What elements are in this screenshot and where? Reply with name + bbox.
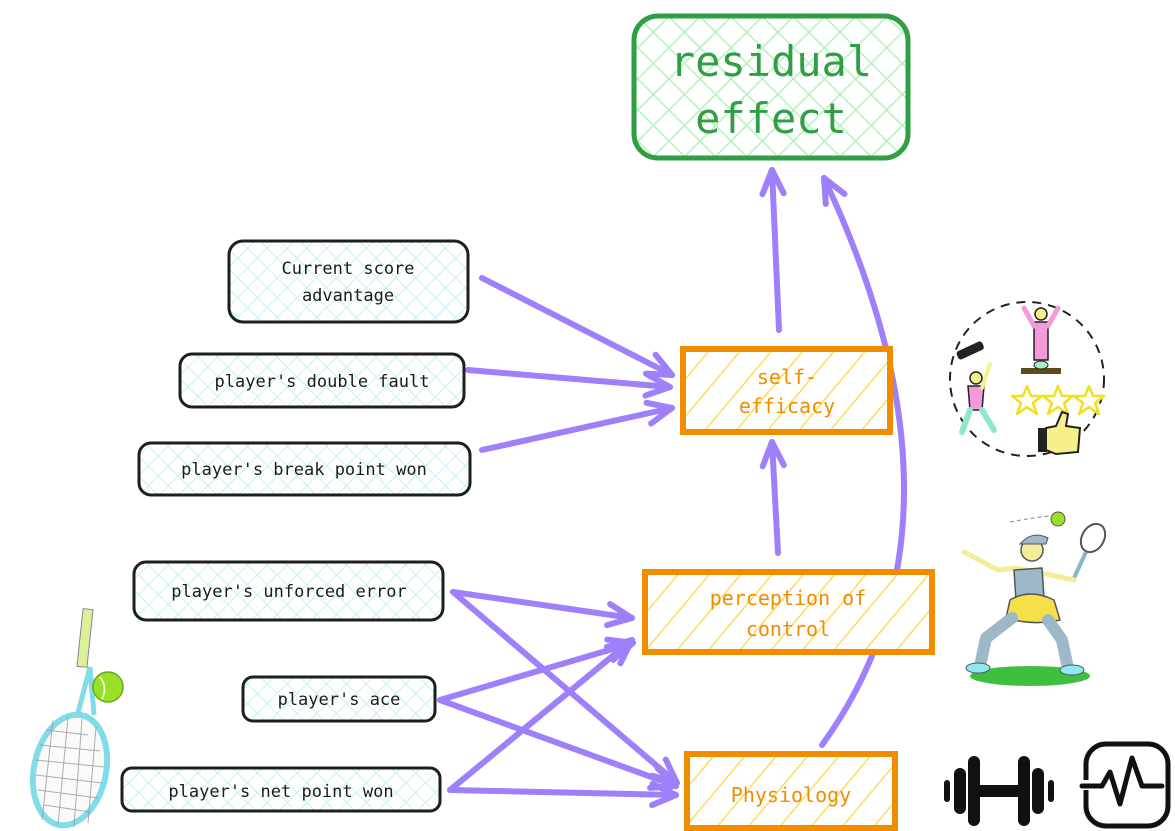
arrowhead (821, 175, 848, 207)
arrowhead (643, 351, 675, 378)
node-ace[interactable]: player's ace (241, 675, 437, 723)
node-label-line: control (746, 617, 830, 641)
arrowhead (642, 371, 673, 399)
node-label-line: effect (695, 94, 847, 143)
tennis-player-illustration (961, 511, 1107, 686)
edge-break-point-won-to-self-efficacy (479, 405, 675, 453)
node-label-line: player's unforced error (171, 582, 406, 602)
edge-ace-to-physiology (437, 697, 679, 789)
node-label-line: residual (670, 37, 872, 86)
edge-net-point-won-to-perception-of-control (447, 637, 635, 793)
edge-current-score-advantage-to-self-efficacy (479, 275, 675, 378)
node-label-line: player's double fault (215, 372, 430, 392)
node-label-line: Physiology (731, 783, 851, 807)
node-self-efficacy[interactable]: self- efficacy (680, 346, 893, 435)
edge-physiology-to-residual-effect (819, 175, 907, 748)
node-label-line: Current score (281, 259, 414, 279)
node-label-line: efficacy (739, 394, 835, 418)
node-residual-effect[interactable]: residual effect (631, 13, 911, 161)
arrowhead (759, 439, 787, 470)
node-current-score-advantage[interactable]: Current score advantage (227, 239, 470, 324)
arrowhead (603, 637, 635, 667)
arrowhead (759, 167, 787, 198)
node-label-line: perception of (710, 586, 867, 610)
edges (437, 167, 907, 809)
node-net-point-won[interactable]: player's net point won (120, 766, 442, 813)
edge-unforced-error-to-perception-of-control (450, 589, 635, 621)
node-label-line: player's break point won (181, 460, 427, 480)
fitness-achievement-illustration (949, 301, 1106, 457)
arrowhead (643, 399, 675, 427)
node-physiology[interactable]: Physiology (684, 751, 898, 831)
node-double-fault[interactable]: player's double fault (178, 352, 466, 409)
node-unforced-error[interactable]: player's unforced error (132, 560, 445, 622)
node-label-line: player's net point won (168, 782, 393, 802)
edge-self-efficacy-to-residual-effect (769, 167, 782, 333)
arrowhead (603, 601, 635, 629)
heart-rate-monitor-icon (1079, 741, 1171, 829)
node-label-line: self- (757, 365, 817, 389)
edge-net-point-won-to-physiology (447, 787, 679, 798)
node-label-line: player's ace (278, 690, 401, 710)
dumbbell-icon (944, 756, 1054, 826)
node-break-point-won[interactable]: player's break point won (137, 441, 472, 497)
node-label-line: advantage (302, 286, 394, 306)
edge-unforced-error-to-physiology (450, 589, 680, 786)
tennis-racket-illustration (29, 608, 124, 829)
edge-double-fault-to-self-efficacy (465, 367, 673, 390)
edge-perception-of-control-to-self-efficacy (769, 439, 781, 556)
edge-ace-to-perception-of-control (437, 640, 636, 703)
arrowhead (649, 780, 679, 809)
node-perception-of-control[interactable]: perception of control (642, 569, 935, 655)
